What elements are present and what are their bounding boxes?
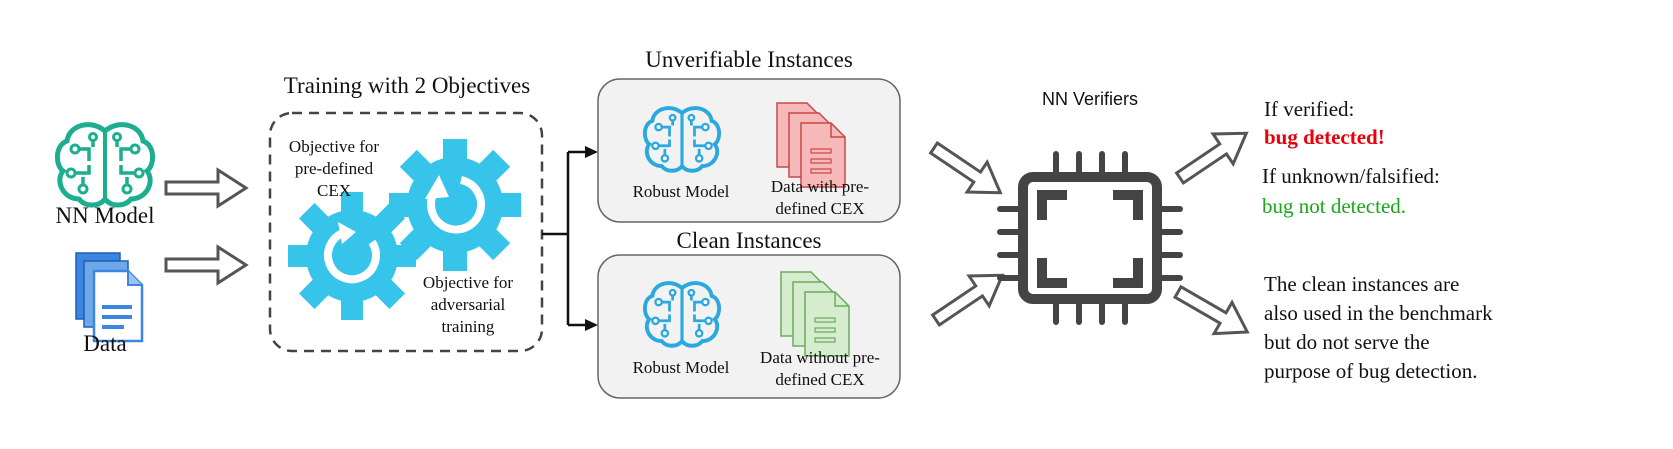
clean-note-line-3: but do not serve the	[1264, 330, 1430, 354]
clean-model-label: Robust Model	[632, 358, 730, 377]
unverifiable-model-label: Robust Model	[632, 182, 730, 201]
verified-prefix: If verified:	[1264, 97, 1355, 121]
clean-note: The clean instances are also used in the…	[1264, 270, 1493, 386]
gear-icon-adversarial	[389, 139, 521, 271]
clean-title: Clean Instances	[676, 228, 822, 253]
nn-model-label: NN Model	[55, 203, 155, 228]
objective-cex-line-1: Objective for	[288, 137, 380, 156]
verifier-title: NN Verifiers	[1041, 89, 1139, 109]
unverifiable-data-label: Data with pre- defined CEX	[750, 176, 890, 220]
branch-connector	[542, 150, 588, 327]
objective-cex-line-2: pre-defined	[294, 159, 374, 178]
clean-note-line-1: The clean instances are	[1264, 272, 1460, 296]
objective-adv-line-2: adversarial	[430, 295, 506, 314]
clean-note-line-4: purpose of bug detection.	[1264, 359, 1478, 383]
unverifiable-to-verifier-arrow	[922, 131, 1012, 210]
clean-note-line-2: also used in the benchmark	[1264, 301, 1493, 325]
objective-adv-line-1: Objective for	[422, 273, 514, 292]
data-document-icon	[75, 252, 144, 343]
unverifiable-title: Unverifiable Instances	[645, 47, 853, 72]
unverifiable-data-line-2: defined CEX	[775, 199, 865, 218]
unknown-prefix: If unknown/falsified:	[1262, 164, 1440, 188]
unknown-result: bug not detected.	[1262, 194, 1407, 218]
data-to-training-arrow	[164, 245, 248, 285]
verifier-to-verified-arrow	[1168, 116, 1258, 195]
arrowhead-to-clean	[585, 319, 598, 331]
clean-data-line-1: Data without pre-	[760, 348, 880, 367]
clean-data-line-2: defined CEX	[775, 370, 865, 389]
clean-data-label: Data without pre- defined CEX	[745, 347, 895, 391]
training-box	[268, 111, 544, 353]
verified-result: bug detected!	[1264, 125, 1385, 149]
objective-adv-line-3: training	[441, 317, 495, 336]
objective-cex-label: Objective for pre-defined CEX	[270, 136, 398, 202]
objective-adv-label: Objective for adversarial training	[400, 272, 536, 338]
model-to-training-arrow	[164, 168, 248, 208]
clean-to-verifier-arrow	[924, 258, 1014, 337]
nn-model-brain-icon	[57, 125, 152, 205]
chip-icon	[997, 151, 1183, 325]
objective-cex-line-3: CEX	[317, 181, 351, 200]
data-label: Data	[83, 331, 127, 356]
unverifiable-data-line-1: Data with pre-	[770, 177, 870, 196]
training-title: Training with 2 Objectives	[283, 73, 531, 98]
verifier-to-clean-note-arrow	[1167, 274, 1258, 350]
arrowhead-to-unverifiable	[585, 146, 598, 158]
